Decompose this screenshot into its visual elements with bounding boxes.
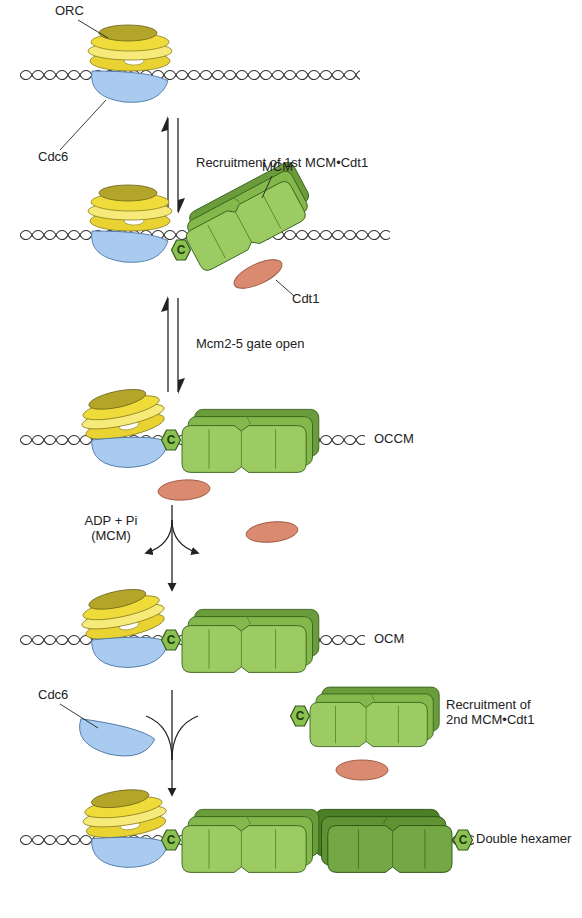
reaction-arrow <box>171 690 172 795</box>
protein-label: Cdc6 <box>38 688 68 703</box>
c-terminal-hexagon: C <box>161 629 181 651</box>
hexagon-shape <box>162 630 181 650</box>
orc-complex <box>77 582 169 644</box>
cdt1-protein <box>245 519 299 544</box>
c-terminal-hexagon: C <box>161 429 181 451</box>
terminus-letter: C <box>161 629 181 651</box>
arrow-head <box>161 116 168 132</box>
cdt1-protein <box>157 478 210 502</box>
cdc6-protein <box>91 432 170 471</box>
orc-complex <box>79 785 169 842</box>
mcm-hexamer <box>176 160 318 273</box>
step-label: Mcm2-5 gate open <box>196 337 304 352</box>
c-terminal-hexagon: C <box>290 705 310 727</box>
leader-line <box>60 100 106 150</box>
arrow-head <box>178 378 185 394</box>
hexagon-shape <box>162 430 181 450</box>
release-arrow <box>146 520 172 553</box>
cdc6-protein <box>76 719 156 761</box>
reaction-arrow <box>177 298 178 392</box>
mcm-hexamer <box>315 809 452 872</box>
c-terminal-hexagon: C <box>171 239 191 261</box>
reaction-arrow <box>171 505 172 590</box>
step-label: Recruitment of 2nd MCM•Cdt1 <box>446 698 546 728</box>
cdc6-protein <box>92 231 168 262</box>
cdc6-protein <box>91 833 169 870</box>
cdt1-protein <box>230 254 286 294</box>
cdc6-protein <box>92 71 168 102</box>
mcm-hexamer <box>182 609 319 672</box>
complex-label: OCCM <box>374 432 414 447</box>
protein-label: MCM <box>262 160 293 175</box>
arrow-head <box>178 198 185 214</box>
protein-label: ORC <box>55 4 84 19</box>
leader-line <box>276 280 294 296</box>
reaction-arrow <box>177 118 178 212</box>
mcm-hexamer <box>310 687 439 747</box>
arrow-head <box>161 296 168 312</box>
orc-complex <box>77 382 169 444</box>
hexagon-shape <box>172 240 191 260</box>
leader-line <box>262 176 272 198</box>
mcm-hexamer <box>182 409 319 472</box>
complex-label: Double hexamer <box>476 832 571 847</box>
hexagon-shape <box>291 706 310 726</box>
reaction-arrow <box>167 118 168 212</box>
hexagon-shape <box>162 830 181 850</box>
protein-label: Cdc6 <box>38 150 68 165</box>
complex-label: OCM <box>374 632 404 647</box>
cdt1-protein <box>336 760 388 780</box>
orc-complex <box>88 25 172 71</box>
leader-line <box>78 20 108 38</box>
orc-complex <box>88 185 172 231</box>
protein-label: Cdt1 <box>292 292 319 307</box>
dna-helix <box>20 68 360 82</box>
leader-line <box>60 704 98 728</box>
terminus-letter: C <box>171 239 191 261</box>
c-terminal-hexagon: C <box>161 829 181 851</box>
branch-line <box>172 716 198 760</box>
release-arrow <box>172 520 198 553</box>
terminus-letter: C <box>161 829 181 851</box>
terminus-letter: C <box>161 429 181 451</box>
mcm-hexamer <box>182 809 319 872</box>
c-terminal-hexagon: C <box>453 829 473 851</box>
cdc6-protein <box>91 632 170 671</box>
hexagon-shape <box>454 830 473 850</box>
reaction-arrow <box>167 298 168 392</box>
terminus-letter: C <box>453 829 473 851</box>
product-label: ADP + Pi (MCM) <box>82 514 140 544</box>
terminus-letter: C <box>290 705 310 727</box>
